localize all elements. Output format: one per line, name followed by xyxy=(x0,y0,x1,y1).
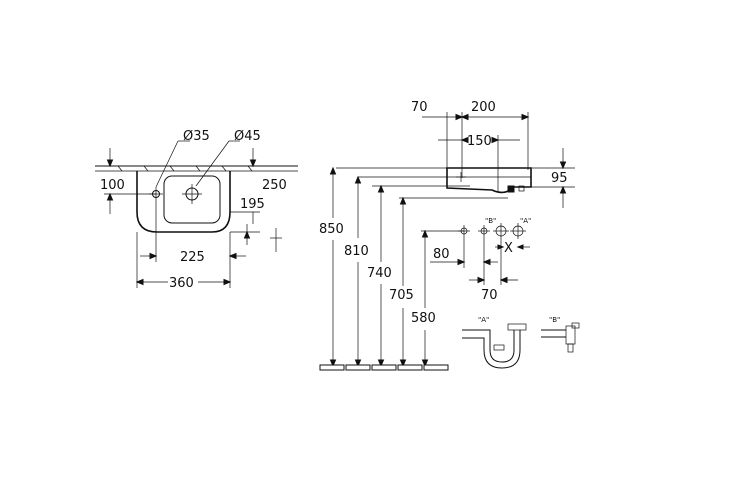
plan-view: Ø35 Ø45 100 250 195 225 xyxy=(95,129,298,291)
connection-b-label: "B" xyxy=(485,217,496,225)
basin-bowl xyxy=(163,175,221,224)
trap-a-icon xyxy=(462,323,527,369)
dim-200-label: 200 xyxy=(471,100,496,115)
dim-360-label: 360 xyxy=(169,276,194,291)
basin-side-profile xyxy=(446,167,532,194)
floor-line xyxy=(319,364,449,371)
connection-a-label: "A" xyxy=(520,217,531,225)
connections: "B" "A" 80 X 70 xyxy=(430,217,531,303)
dim-100-label: 100 xyxy=(100,178,125,193)
dim-195-label: 195 xyxy=(240,197,265,212)
basin-outline xyxy=(136,171,231,233)
dim-70-top-label: 70 xyxy=(411,100,428,115)
height-705-label: 705 xyxy=(389,288,414,303)
x-dimension-label: X xyxy=(504,241,513,256)
dim-225-label: 225 xyxy=(180,250,205,265)
trap-b-label: "B" xyxy=(549,316,560,324)
height-580-label: 580 xyxy=(411,311,436,326)
dim-95-label: 95 xyxy=(551,171,568,186)
diameter-35-label: Ø35 xyxy=(183,129,210,144)
valve-icon xyxy=(510,223,526,239)
dim-250-label: 250 xyxy=(262,178,287,193)
crosshair-icon xyxy=(458,225,470,237)
traps: "A" "B" xyxy=(462,316,580,369)
valve-icon xyxy=(493,223,509,239)
dim-80-label: 80 xyxy=(433,247,450,262)
dim-150-label: 150 xyxy=(467,134,492,149)
height-740-label: 740 xyxy=(367,266,392,281)
trap-b-icon xyxy=(541,322,580,353)
wall-hatch xyxy=(117,165,253,172)
side-view: 70 200 150 95 xyxy=(319,100,575,371)
diameter-45-label: Ø45 xyxy=(234,129,261,144)
trap-a-label: "A" xyxy=(478,316,489,324)
height-850-label: 850 xyxy=(319,222,344,237)
height-810-label: 810 xyxy=(344,244,369,259)
waste-hole-icon xyxy=(182,184,202,204)
tap-symbol-icon xyxy=(456,172,466,182)
crosshair-icon xyxy=(478,225,490,237)
dim-70-bottom-label: 70 xyxy=(481,288,498,303)
